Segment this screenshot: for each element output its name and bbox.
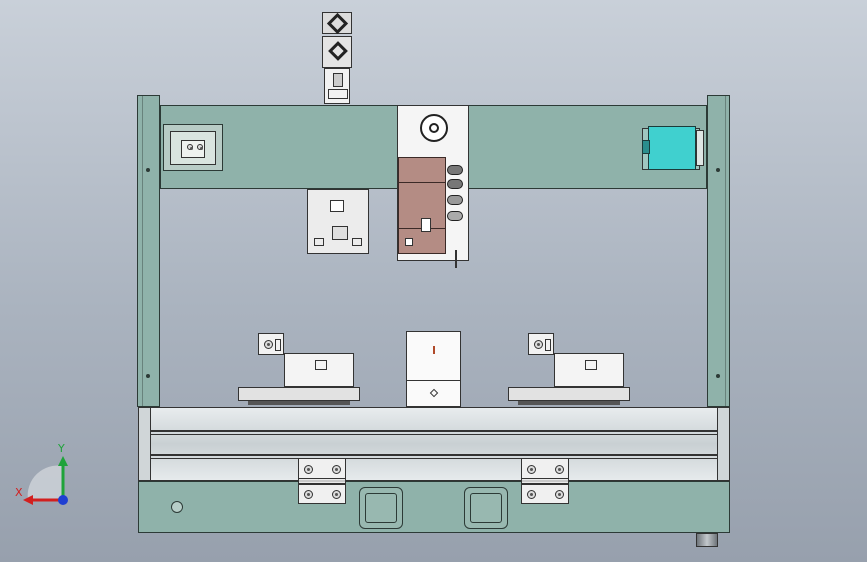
center-block <box>406 331 461 407</box>
left-column <box>137 95 160 408</box>
drive-block <box>398 157 446 254</box>
fixture-plate <box>163 124 223 171</box>
foot <box>696 533 718 547</box>
right-column <box>707 95 730 408</box>
top-actuator <box>322 12 352 104</box>
coordinate-triad: Y X <box>14 442 84 512</box>
hinge-left <box>298 458 346 504</box>
access-port-right <box>464 487 508 529</box>
access-port-left <box>359 487 403 529</box>
roller-stack <box>447 165 465 225</box>
hinge-right <box>521 458 569 504</box>
sensor-block <box>642 124 704 172</box>
clamp-station-left <box>238 333 360 407</box>
clamp-station-right <box>508 333 630 407</box>
triad-svg <box>23 456 68 505</box>
slide-unit <box>307 189 369 254</box>
linear-rail <box>138 407 730 481</box>
triad-x-label: X <box>15 486 23 499</box>
base-plate <box>138 481 730 533</box>
triad-y-label: Y <box>58 442 65 455</box>
needle <box>455 250 457 268</box>
